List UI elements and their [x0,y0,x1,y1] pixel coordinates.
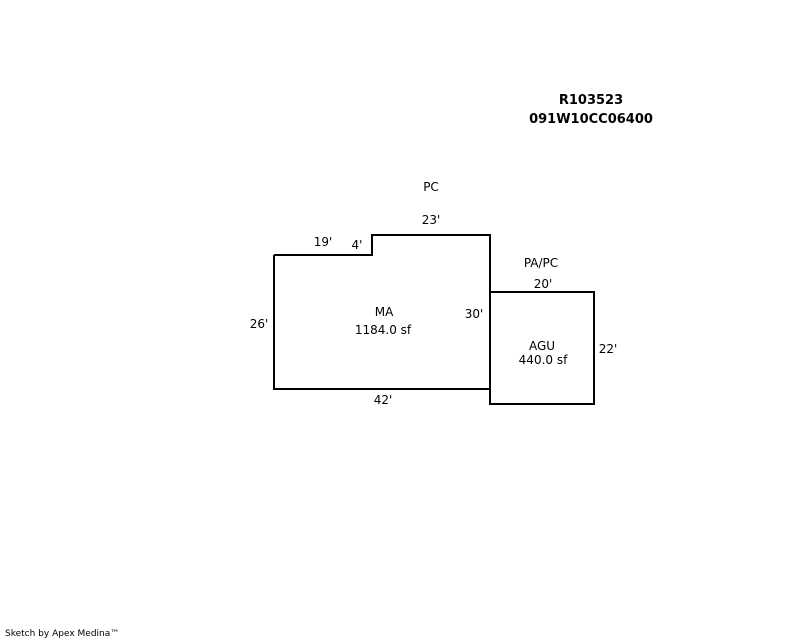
main-area-top-right-dimension: 23' [422,213,441,227]
parcel-number: R103523 [559,93,623,108]
garage-right-dimension: 22' [599,342,618,356]
main-area-code: MA [375,305,394,319]
main-area-annotation: PC [423,180,439,194]
garage-annotation: PA/PC [524,256,558,270]
main-area-left-dimension: 26' [250,317,269,331]
garage-code: AGU [529,339,555,353]
garage-top-dimension: 20' [534,277,553,291]
sketch-credit: Sketch by Apex Medina™ [5,629,119,639]
main-area-size: 1184.0 sf [355,323,412,337]
main-area-step-dimension: 4' [352,238,363,252]
main-area-top-left-dimension: 19' [314,235,333,249]
garage-outline [489,291,595,405]
main-area-right-dimension: 30' [465,307,484,321]
main-area-outline [273,234,491,390]
garage-size: 440.0 sf [519,353,568,367]
map-tax-lot: 091W10CC06400 [529,112,653,127]
main-area-bottom-dimension: 42' [374,393,393,407]
